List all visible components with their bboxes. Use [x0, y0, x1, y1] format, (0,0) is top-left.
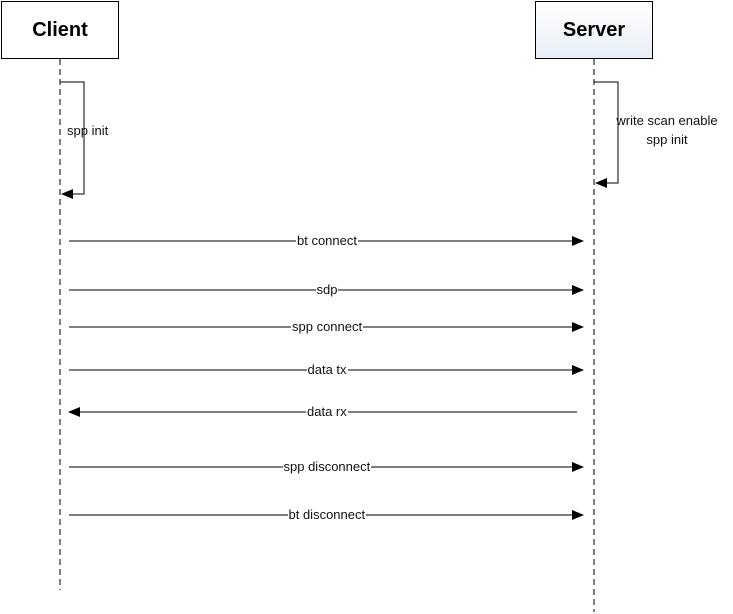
message-label: spp connect	[291, 319, 364, 334]
server-note-line: spp init	[646, 132, 688, 147]
server-actor-label: Server	[562, 18, 626, 41]
client-self-call-arrow	[60, 81, 85, 199]
server-actor-box: Server	[535, 1, 653, 59]
message-label: spp disconnect	[282, 459, 372, 474]
message-label: sdp	[315, 282, 339, 297]
message-label: data tx	[306, 362, 348, 377]
message-label: bt connect	[296, 233, 358, 248]
client-actor-label: Client	[32, 18, 88, 41]
message-label: data rx	[306, 404, 348, 419]
server-note-line: write scan enable	[616, 113, 718, 128]
server-self-call-note: write scan enable spp init	[606, 111, 728, 149]
message-label: bt disconnect	[287, 507, 367, 522]
client-note-line: spp init	[67, 123, 109, 138]
client-self-call-note: spp init	[67, 121, 108, 140]
server-self-call-arrow	[594, 81, 619, 188]
client-actor-box: Client	[1, 1, 119, 59]
